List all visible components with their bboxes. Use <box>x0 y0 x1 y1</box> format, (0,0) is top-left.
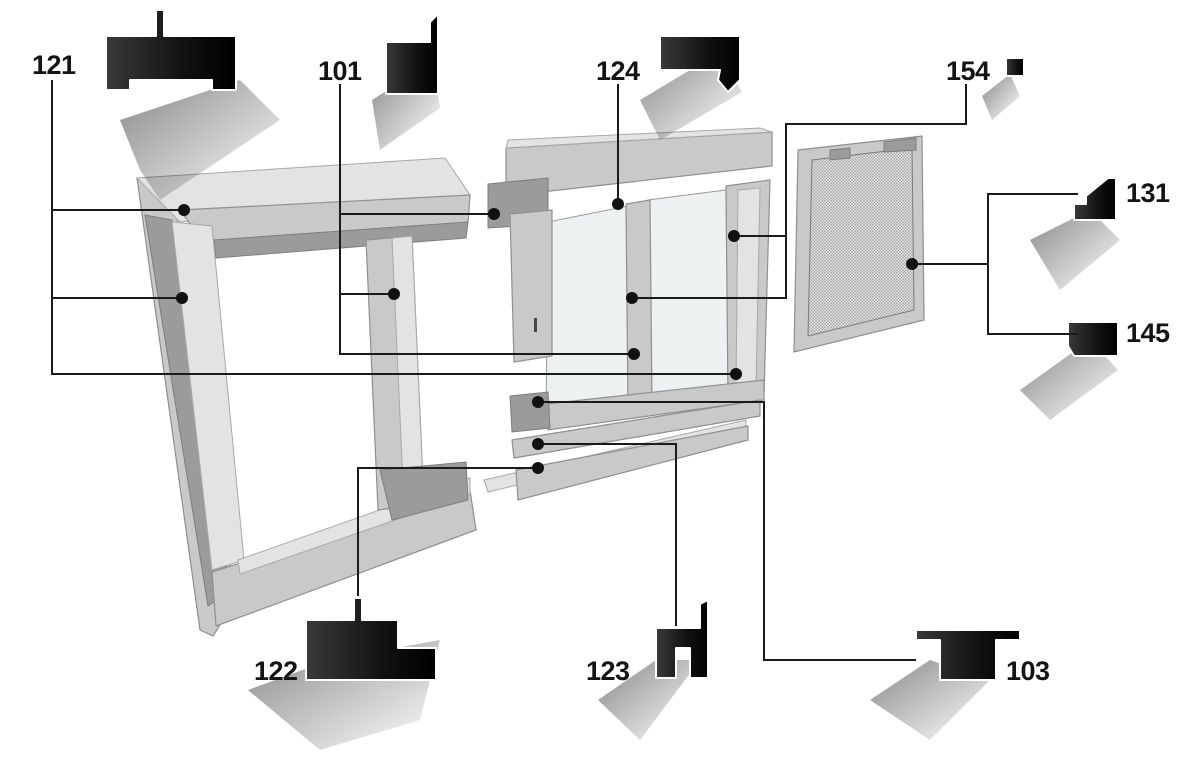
dot-101-mullion <box>388 288 400 300</box>
label-121: 121 <box>32 50 76 80</box>
label-122: 122 <box>254 656 298 686</box>
label-124: 124 <box>596 56 640 86</box>
insect-screen <box>793 135 925 353</box>
dot-101-head <box>488 208 500 220</box>
outer-frame <box>135 157 477 637</box>
label-154: 154 <box>946 56 990 86</box>
profile-103-section <box>870 629 1021 740</box>
dot-131-145 <box>906 258 918 270</box>
dot-123 <box>532 438 544 450</box>
callout-labels: 121 101 124 154 131 145 122 123 103 <box>32 50 1171 686</box>
leader-lines <box>51 80 1078 661</box>
label-101: 101 <box>318 56 362 86</box>
profile-131-section <box>1030 177 1120 290</box>
dot-103 <box>532 396 544 408</box>
profile-123-section <box>598 599 709 740</box>
profile-145-section <box>1020 321 1119 420</box>
profile-121-section <box>105 9 280 200</box>
profile-154-section <box>982 57 1025 120</box>
profile-101-section <box>372 13 440 150</box>
dot-121-sill <box>730 368 742 380</box>
dot-154-a <box>728 230 740 242</box>
dot-121-head <box>178 204 190 216</box>
dot-121-jamb <box>176 292 188 304</box>
dot-124 <box>612 198 624 210</box>
label-103: 103 <box>1006 656 1050 686</box>
label-123: 123 <box>586 656 630 686</box>
label-145: 145 <box>1126 318 1170 348</box>
profile-122-section <box>248 597 440 750</box>
label-131: 131 <box>1126 178 1170 208</box>
dot-154-b <box>626 292 638 304</box>
sliding-sash-assembly <box>483 127 773 501</box>
dot-101-sash <box>628 348 640 360</box>
dot-122 <box>532 462 544 474</box>
profile-124-section <box>640 35 742 140</box>
callout-dots <box>176 198 918 474</box>
